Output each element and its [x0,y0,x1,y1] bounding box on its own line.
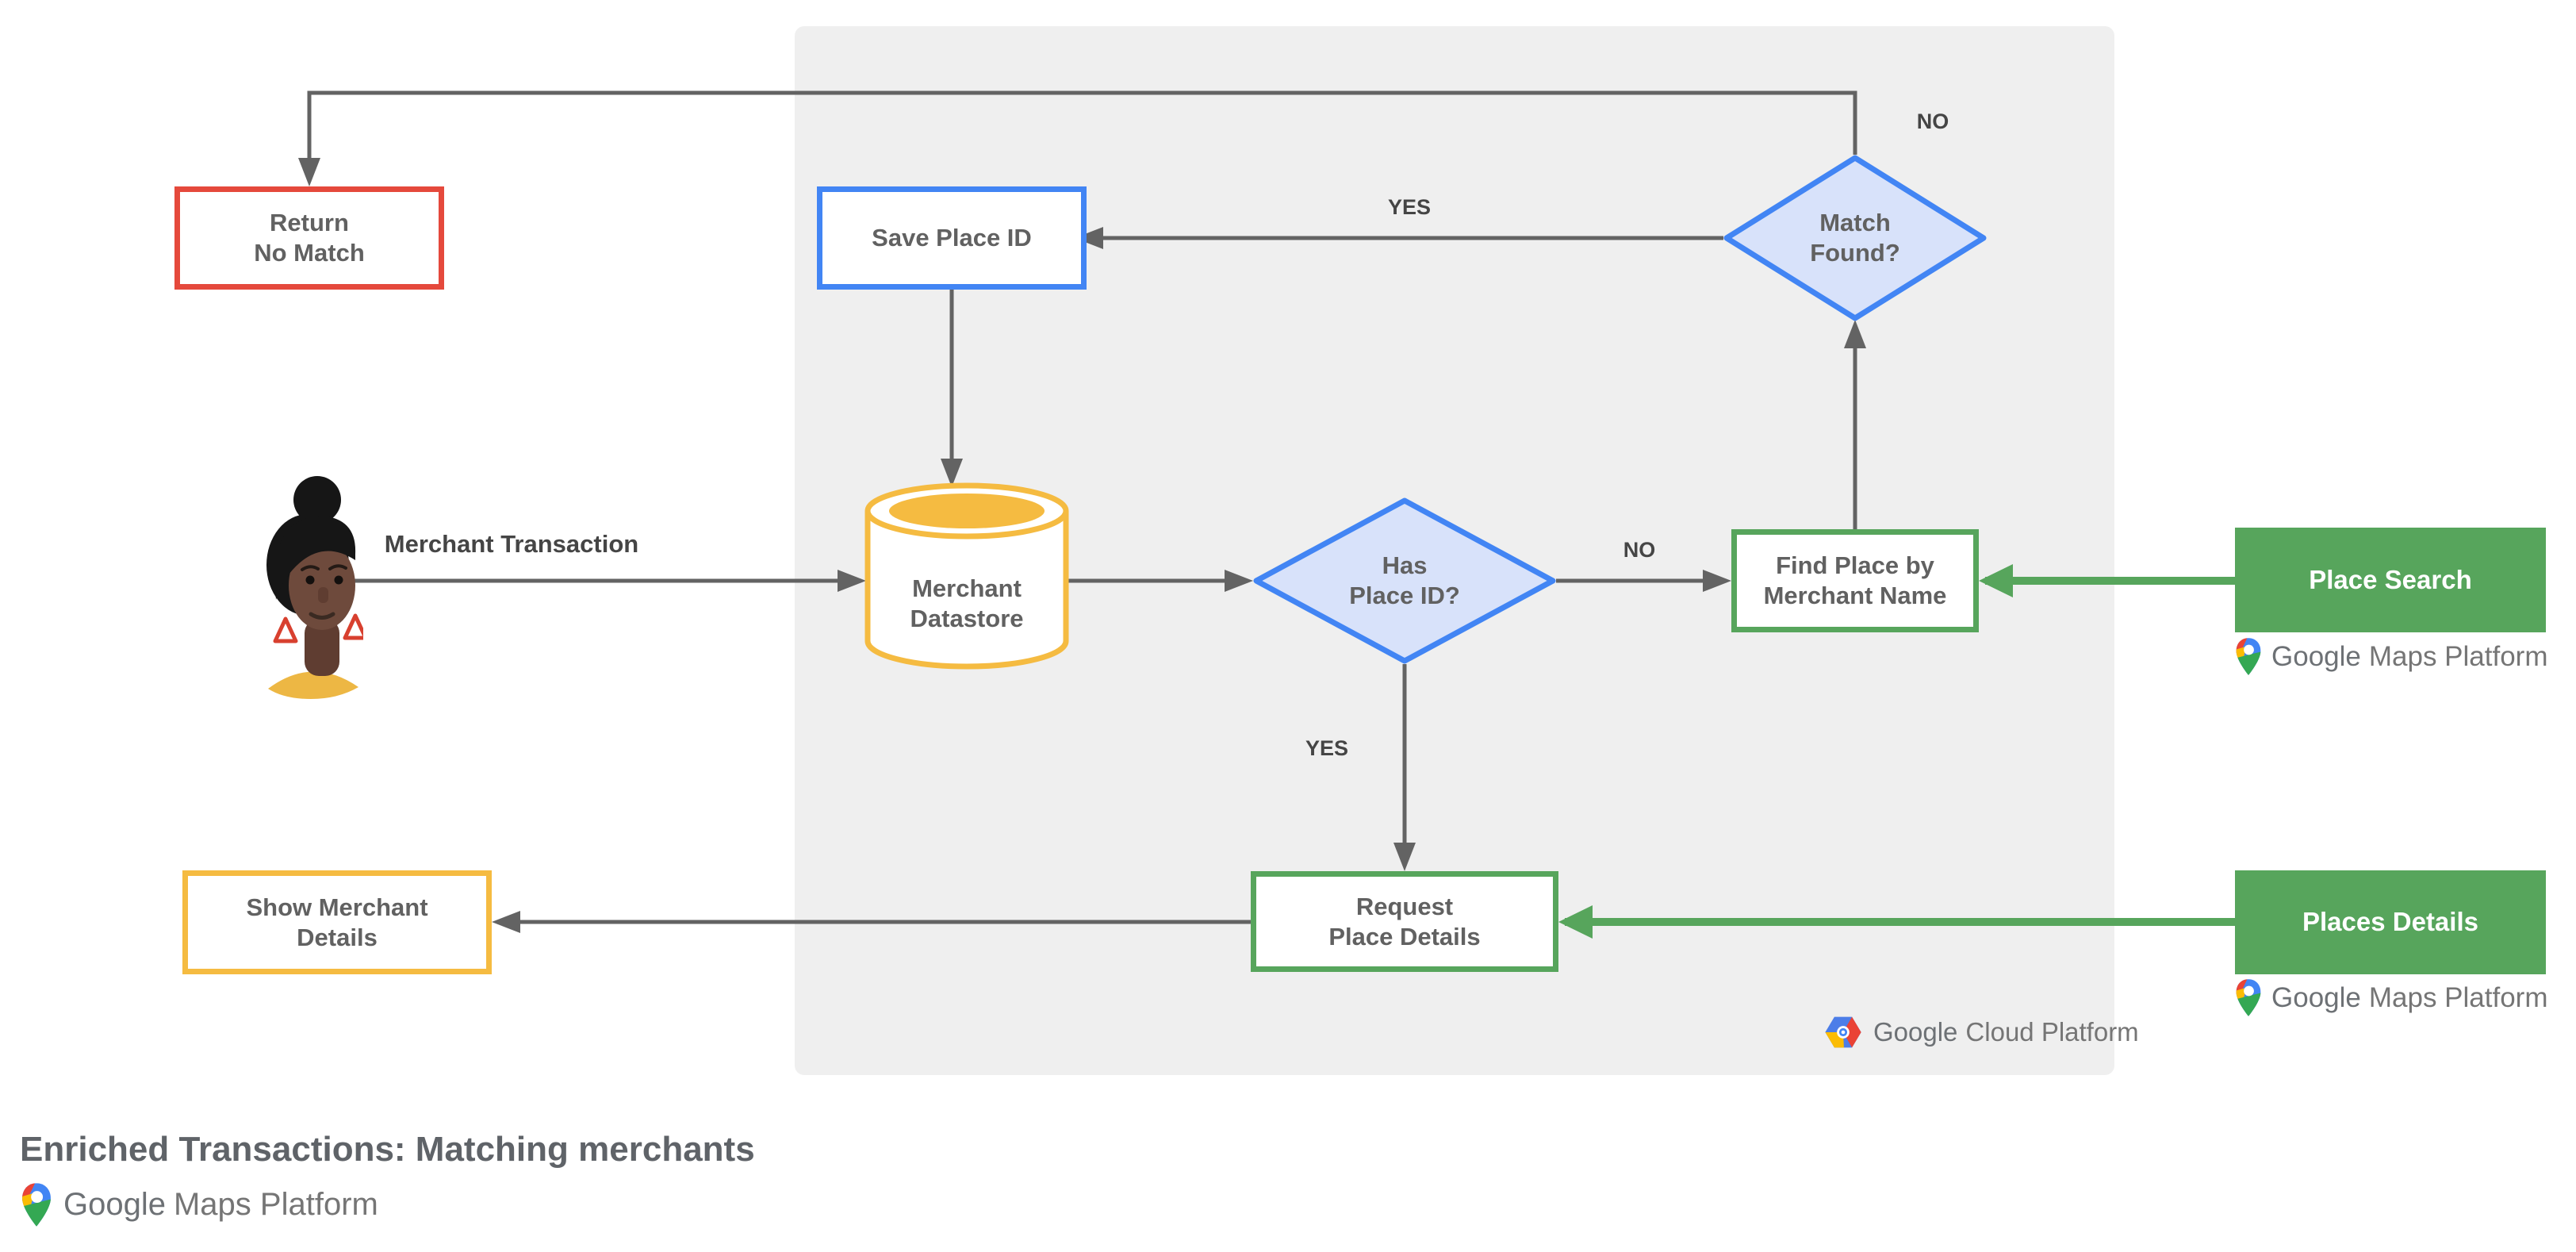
connector-matchfound-no-returnnomatch [298,90,1857,186]
node-places-details-api: Places Details [2235,870,2546,974]
node-save-place-id: Save Place ID [817,186,1087,290]
edge-label-has-place-id-yes: YES [1305,736,1349,760]
diagram-title: Enriched Transactions: Matching merchant… [20,1130,755,1169]
google-maps-pin-icon [2235,978,2262,1017]
diamond-shape [1253,497,1556,664]
database-cylinder-icon [864,482,1069,670]
decision-match-found-label: Match Found? [1810,209,1900,267]
decision-has-place-id: Has Place ID? [1253,497,1556,664]
connector-matchfound-yes-saveplaceid [1075,227,1723,249]
gmp-google-word: Google [2271,981,2361,1013]
gmp-rest-words: Maps Platform [2368,981,2548,1013]
gmp-google-word: Google [2271,640,2361,672]
node-show-merchant-details: Show Merchant Details [182,870,492,974]
node-find-place-by-merchant-name: Find Place by Merchant Name [1731,529,1979,632]
edge-label-match-found-no: NO [1916,109,1949,133]
decision-has-place-id-label: Has Place ID? [1349,551,1460,609]
google-cloud-hexagon-icon [1824,1016,1862,1049]
node-return-no-match: Return No Match [174,186,444,290]
node-request-place-details: Request Place Details [1251,871,1558,972]
connector-requestdetails-to-showmerchant [492,911,1251,933]
connector-hasplaceid-yes-requestdetails [1393,664,1416,871]
edge-label-match-found-yes: YES [1387,195,1432,219]
node-place-search-api: Place Search [2235,528,2546,632]
gmp-rest-words: Maps Platform [2368,640,2548,672]
node-merchant-datastore-label: Merchant Datastore [910,574,1024,632]
gcp-google-word: Google [1873,1017,1958,1047]
gmp-google-word: Google [63,1187,166,1222]
connector-placesearch-to-findplace [1979,564,2235,597]
connector-findplace-to-matchfound [1844,320,1866,529]
connector-saveplaceid-to-datastore [941,290,963,487]
google-maps-pin-icon [21,1182,52,1227]
customer-avatar [266,476,363,699]
connector-merchant-transaction [353,570,866,592]
decision-match-found: Match Found? [1723,155,1987,321]
node-merchant-datastore: Merchant Datastore [864,482,1069,673]
google-maps-pin-icon [2235,637,2262,676]
connector-datastore-to-hasplaceid [1068,570,1253,592]
edge-label-has-place-id-no: NO [1623,538,1656,562]
diamond-shape [1723,155,1987,321]
connector-hasplaceid-no-findplace [1556,570,1731,592]
gmp-rest-words: Maps Platform [173,1187,378,1222]
gcp-rest-words: Cloud Platform [1965,1017,2139,1047]
connector-placesdetails-to-requestdetails [1558,905,2235,939]
edge-label-merchant-transaction: Merchant Transaction [384,530,639,558]
